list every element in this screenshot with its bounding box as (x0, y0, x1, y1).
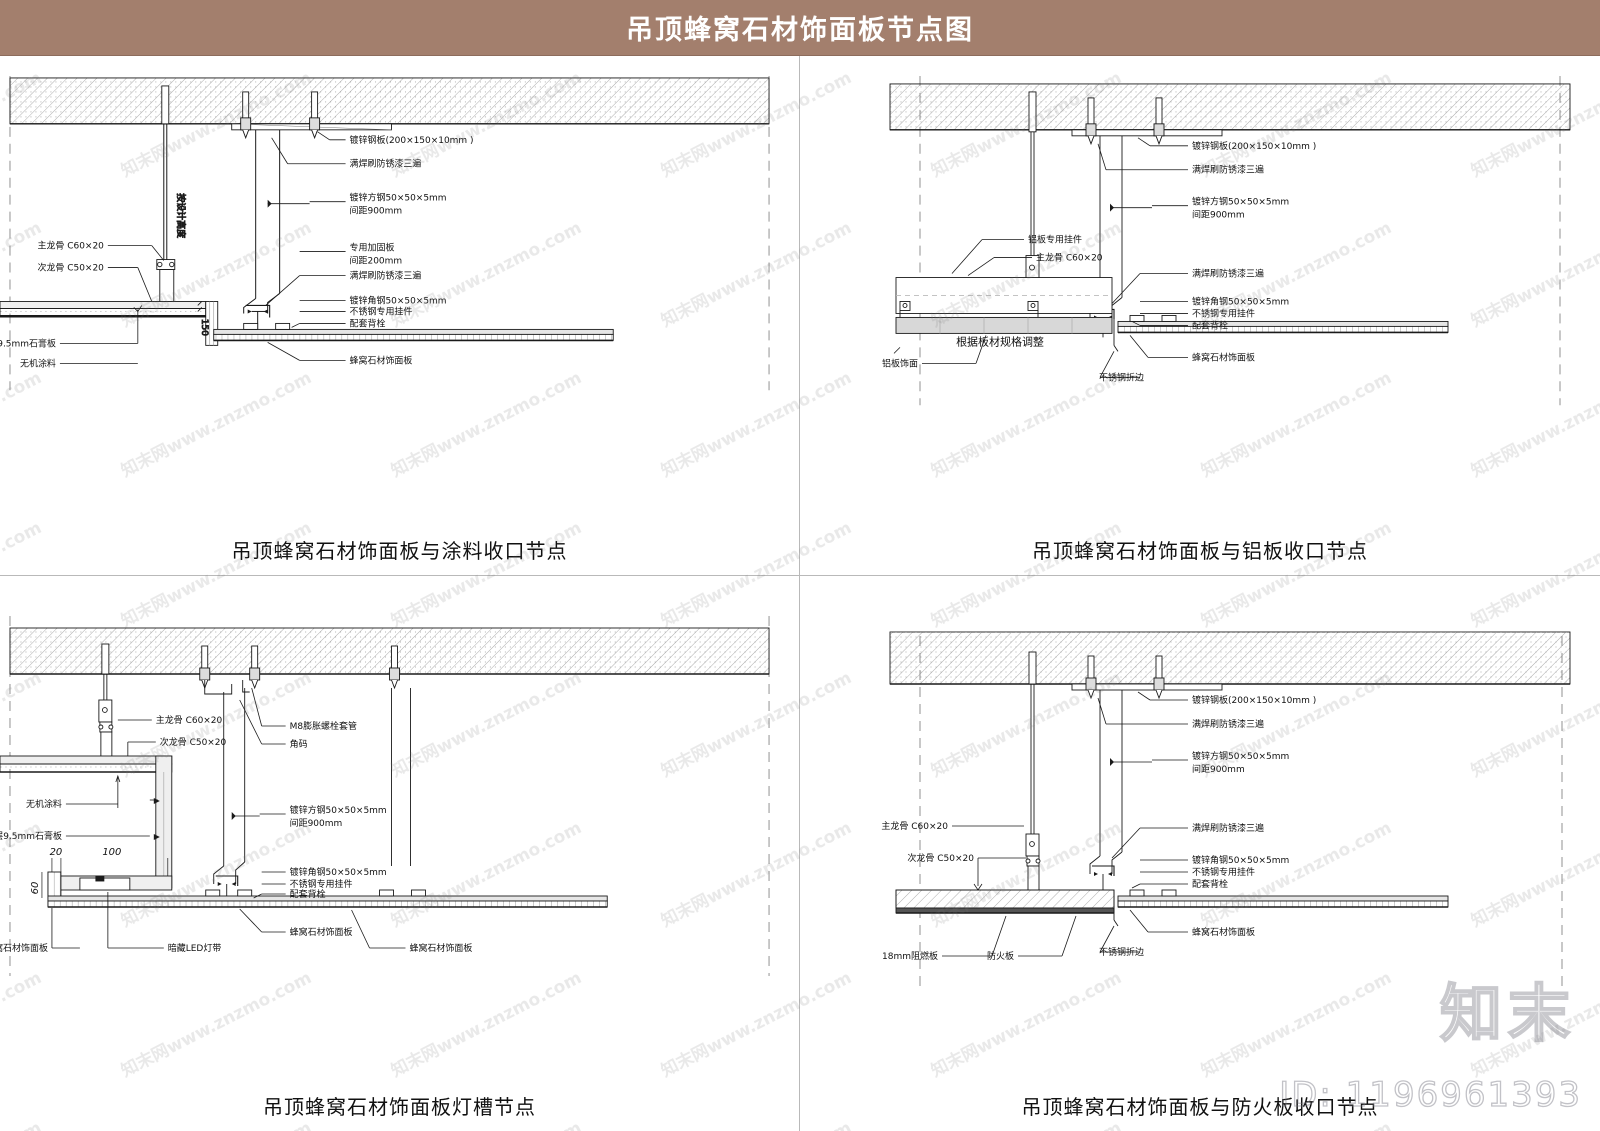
svg-text:满焊刷防锈漆三遍: 满焊刷防锈漆三遍 (1192, 718, 1264, 730)
svg-text:蜂窝石材饰面板: 蜂窝石材饰面板 (350, 354, 413, 366)
svg-text:次龙骨 C50×20: 次龙骨 C50×20 (37, 262, 104, 274)
drawing-area-4: 主龙骨 C60×20 次龙骨 C50×20 18mm阻燃板 防火板 (800, 576, 1600, 1079)
svg-text:100: 100 (102, 847, 121, 858)
svg-text:铝板专用挂件: 铝板专用挂件 (1028, 234, 1082, 246)
svg-text:不锈钢专用挂件: 不锈钢专用挂件 (1192, 307, 1255, 319)
svg-text:角码: 角码 (290, 738, 308, 750)
svg-text:镀锌角钢50×50×5mm: 镀锌角钢50×50×5mm (1192, 854, 1289, 866)
svg-text:18mm阻燃板: 18mm阻燃板 (882, 950, 938, 962)
panel-caption-2: 吊顶蜂窝石材饰面板与铝板收口节点 (1032, 538, 1368, 563)
svg-text:铝板饰面: 铝板饰面 (882, 357, 918, 369)
detail-drawing-2: 根据板材规格调整 铝板专用挂件 主龙骨 C60×20 铝板饰面 (882, 75, 1571, 406)
svg-text:主龙骨 C60×20: 主龙骨 C60×20 (156, 714, 223, 726)
detail-drawing-3: 20 100 60 (0, 616, 770, 976)
svg-text:根据板材规格调整: 根据板材规格调整 (956, 334, 1044, 348)
svg-text:主龙骨 C60×20: 主龙骨 C60×20 (37, 240, 104, 252)
svg-text:镀锌角钢50×50×5mm: 镀锌角钢50×50×5mm (350, 294, 447, 306)
svg-text:满焊刷防锈漆三遍: 满焊刷防锈漆三遍 (1192, 268, 1264, 280)
svg-text:不锈钢专用挂件: 不锈钢专用挂件 (290, 878, 353, 890)
svg-text:专用加固板: 专用加固板 (350, 242, 395, 254)
svg-text:蜂窝石材饰面板: 蜂窝石材饰面板 (1192, 926, 1255, 938)
svg-text:双层9.5mm石膏板: 双层9.5mm石膏板 (0, 830, 62, 842)
svg-text:镀锌方钢50×50×5mm: 镀锌方钢50×50×5mm (1192, 196, 1289, 208)
svg-text:镀锌钢板(200×150×10mm ): 镀锌钢板(200×150×10mm ) (1192, 694, 1316, 706)
svg-text:M8膨胀螺栓套管: M8膨胀螺栓套管 (290, 720, 357, 732)
svg-text:配套背栓: 配套背栓 (1192, 878, 1228, 890)
svg-text:镀锌钢板(200×150×10mm ): 镀锌钢板(200×150×10mm ) (350, 134, 474, 146)
drawing-area-2: 根据板材规格调整 铝板专用挂件 主龙骨 C60×20 铝板饰面 (800, 56, 1600, 523)
page-title-bar: 吊顶蜂窝石材饰面板节点图 (0, 0, 1600, 56)
svg-text:间距200mm: 间距200mm (350, 255, 403, 267)
detail-panel-aluminum-joint[interactable]: 根据板材规格调整 铝板专用挂件 主龙骨 C60×20 铝板饰面 (800, 56, 1600, 576)
svg-text:配套背栓: 配套背栓 (290, 888, 326, 900)
svg-text:配套背栓: 配套背栓 (350, 317, 386, 329)
svg-text:按设计高度: 按设计高度 (175, 193, 187, 238)
svg-text:不锈钢折边: 不锈钢折边 (1099, 371, 1144, 383)
detail-panel-coating-joint[interactable]: 按设计高度 (0, 56, 800, 576)
detail-panel-light-trough[interactable]: 20 100 60 (0, 576, 800, 1131)
svg-text:间距900mm: 间距900mm (1192, 209, 1245, 221)
drawing-area-3: 20 100 60 (0, 576, 799, 1079)
svg-text:不锈钢专用挂件: 不锈钢专用挂件 (350, 305, 413, 317)
svg-text:150: 150 (199, 319, 209, 336)
svg-text:镀锌角钢50×50×5mm: 镀锌角钢50×50×5mm (290, 866, 387, 878)
svg-text:镀锌方钢50×50×5mm: 镀锌方钢50×50×5mm (1192, 750, 1289, 762)
svg-text:20: 20 (50, 847, 63, 858)
svg-text:满焊刷防锈漆三遍: 满焊刷防锈漆三遍 (1192, 822, 1264, 834)
svg-text:配套背栓: 配套背栓 (1192, 319, 1228, 331)
svg-text:防火板: 防火板 (987, 950, 1014, 962)
svg-text:主龙骨 C60×20: 主龙骨 C60×20 (1036, 252, 1103, 264)
svg-text:镀锌角钢50×50×5mm: 镀锌角钢50×50×5mm (1192, 295, 1289, 307)
svg-text:镀锌钢板(200×150×10mm ): 镀锌钢板(200×150×10mm ) (1192, 140, 1316, 152)
svg-text:间距900mm: 间距900mm (1192, 763, 1245, 775)
svg-text:双层9.5mm石膏板: 双层9.5mm石膏板 (0, 337, 56, 349)
svg-text:蜂窝石材饰面板: 蜂窝石材饰面板 (409, 942, 472, 954)
svg-text:暗藏LED灯带: 暗藏LED灯带 (168, 942, 222, 954)
svg-text:镀锌方钢50×50×5mm: 镀锌方钢50×50×5mm (290, 804, 387, 816)
svg-text:间距900mm: 间距900mm (350, 205, 403, 217)
svg-text:无机涂料: 无机涂料 (20, 357, 56, 369)
svg-text:无机涂料: 无机涂料 (26, 798, 62, 810)
panel-caption-3: 吊顶蜂窝石材饰面板灯槽节点 (263, 1094, 536, 1119)
svg-text:蜂窝石材饰面板: 蜂窝石材饰面板 (1192, 351, 1255, 363)
svg-text:蜂窝石材饰面板: 蜂窝石材饰面板 (0, 942, 48, 954)
panel-caption-4: 吊顶蜂窝石材饰面板与防火板收口节点 (1021, 1094, 1379, 1119)
svg-text:次龙骨 C50×20: 次龙骨 C50×20 (907, 852, 974, 864)
drawing-area-1: 按设计高度 (0, 56, 799, 523)
page-title: 吊顶蜂窝石材饰面板节点图 (626, 15, 974, 46)
drawing-sheet: 按设计高度 (0, 56, 1600, 1131)
svg-text:镀锌方钢50×50×5mm: 镀锌方钢50×50×5mm (350, 192, 447, 204)
svg-text:蜂窝石材饰面板: 蜂窝石材饰面板 (290, 926, 353, 938)
svg-text:不锈钢专用挂件: 不锈钢专用挂件 (1192, 866, 1255, 878)
svg-text:满焊刷防锈漆三遍: 满焊刷防锈漆三遍 (350, 158, 422, 170)
svg-text:60: 60 (30, 882, 41, 895)
svg-text:满焊刷防锈漆三遍: 满焊刷防锈漆三遍 (1192, 164, 1264, 176)
svg-text:满焊刷防锈漆三遍: 满焊刷防锈漆三遍 (350, 270, 422, 282)
svg-text:间距900mm: 间距900mm (290, 817, 343, 829)
svg-text:次龙骨 C50×20: 次龙骨 C50×20 (160, 736, 227, 748)
detail-drawing-1: 按设计高度 (0, 75, 770, 391)
svg-text:不锈钢折边: 不锈钢折边 (1099, 946, 1144, 958)
panel-caption-1: 吊顶蜂窝石材饰面板与涂料收口节点 (231, 538, 568, 563)
detail-drawing-4: 主龙骨 C60×20 次龙骨 C50×20 18mm阻燃板 防火板 (881, 631, 1571, 986)
detail-panel-fireproof-joint[interactable]: 主龙骨 C60×20 次龙骨 C50×20 18mm阻燃板 防火板 (800, 576, 1600, 1131)
svg-text:主龙骨 C60×20: 主龙骨 C60×20 (881, 820, 948, 832)
